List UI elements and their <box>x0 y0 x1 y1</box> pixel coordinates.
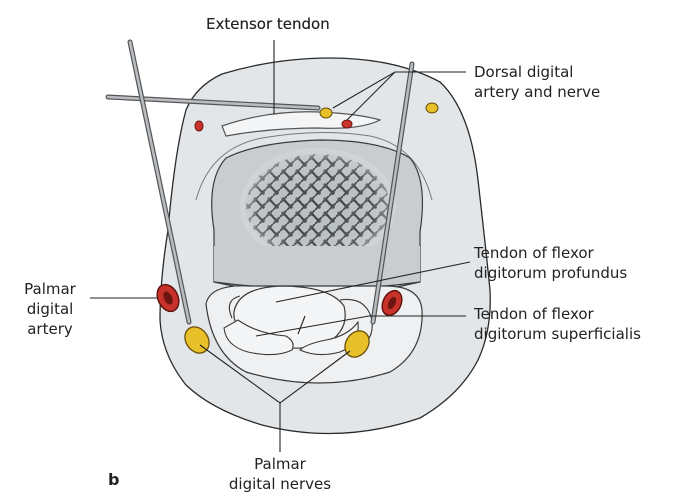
label-extensor-tendon-text: Extensor tendon <box>206 14 330 34</box>
label-tendon-flexor-profundus: Tendon of flexor digitorum profundus <box>474 243 627 283</box>
label-tendon-flexor-superficialis: Tendon of flexor digitorum superficialis <box>474 304 641 344</box>
label-palmar-digital-artery: Palmar digital artery <box>12 279 88 339</box>
panel-letter: b <box>108 470 119 489</box>
label-dorsal-digital-artery-nerve: Dorsal digital artery and nerve <box>474 62 600 102</box>
label-palmar-digital-nerves: Palmar digital nerves <box>222 454 338 494</box>
dorsal-artery-left <box>195 121 203 131</box>
dorsal-nerve-left <box>426 103 438 113</box>
dorsal-artery-right <box>342 120 352 128</box>
dorsal-nerve-right <box>320 108 332 118</box>
